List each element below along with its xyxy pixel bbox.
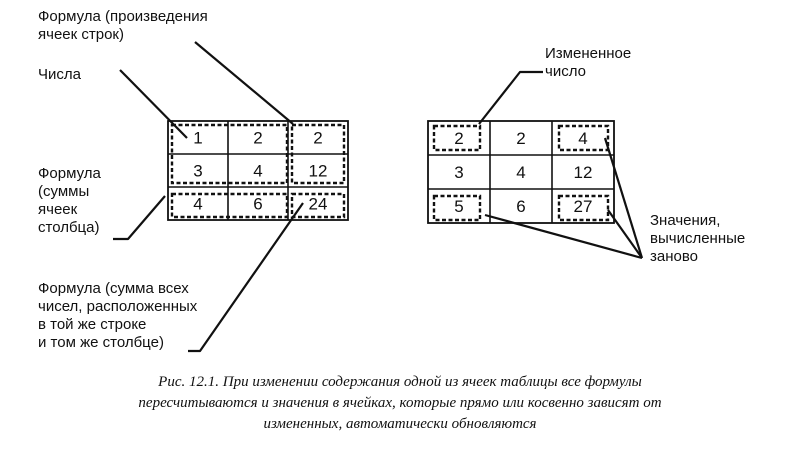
table-before-cell-value: 3 (193, 162, 202, 181)
table-after-cell-value: 5 (454, 197, 463, 216)
table-before-cell-value: 2 (313, 129, 322, 148)
total-sum-outline (290, 192, 346, 219)
table-after-cell-value: 27 (574, 197, 593, 216)
leader-changed-number (478, 70, 543, 125)
label-formula-sums: Формула (суммы ячеек столбца) (38, 165, 101, 236)
column-sums-outline (170, 192, 289, 219)
table-before-border (167, 120, 349, 221)
leader-total-sum (188, 202, 304, 353)
table-after-cell-value: 4 (578, 129, 587, 148)
table-after: 2 2 4 3 4 12 5 6 27 (427, 120, 615, 224)
changed-cell-outline (432, 124, 482, 152)
table-after-cell-value: 3 (454, 163, 463, 182)
leader-recalc-bottom-right (607, 209, 643, 259)
numbers-group-outline (170, 123, 289, 185)
recalculated-cell-outline (557, 124, 610, 152)
table-before-cell-value: 4 (253, 162, 262, 181)
label-recalculated: Значения, вычисленные заново (650, 212, 746, 265)
table-before-cell-value: 6 (253, 195, 262, 214)
recalculated-cell-outline (432, 194, 482, 222)
table-before-cell-value: 4 (193, 195, 202, 214)
leader-numbers (119, 69, 188, 139)
table-after-cell-value: 4 (516, 163, 525, 182)
table-before-cell-value: 2 (253, 129, 262, 148)
table-after-cell-value: 2 (516, 129, 525, 148)
recalculated-cell-outline (557, 194, 610, 222)
label-formula-total: Формула (сумма всех чисел, расположенных… (38, 280, 198, 351)
table-before-cell-value: 24 (309, 195, 328, 214)
row-products-outline (290, 123, 346, 185)
figure-caption: Рис. 12.1. При изменении содержания одно… (138, 374, 662, 432)
leader-recalc-top-right (603, 137, 644, 259)
leader-row-products (194, 41, 294, 125)
table-after-border (427, 120, 615, 224)
table-after-cell-value: 12 (574, 163, 593, 182)
table-before-cell-value: 12 (309, 162, 328, 181)
label-formula-products: Формула (произведения ячеек строк) (38, 8, 208, 43)
leader-column-sums (113, 195, 166, 241)
leader-lines (113, 41, 644, 353)
label-changed-number: Измененное число (545, 45, 632, 80)
label-numbers: Числа (38, 66, 81, 83)
table-before-cell-value: 1 (193, 129, 202, 148)
table-after-cell-value: 2 (454, 129, 463, 148)
leader-recalc-bottom-left (484, 213, 643, 260)
table-after-cell-value: 6 (516, 197, 525, 216)
